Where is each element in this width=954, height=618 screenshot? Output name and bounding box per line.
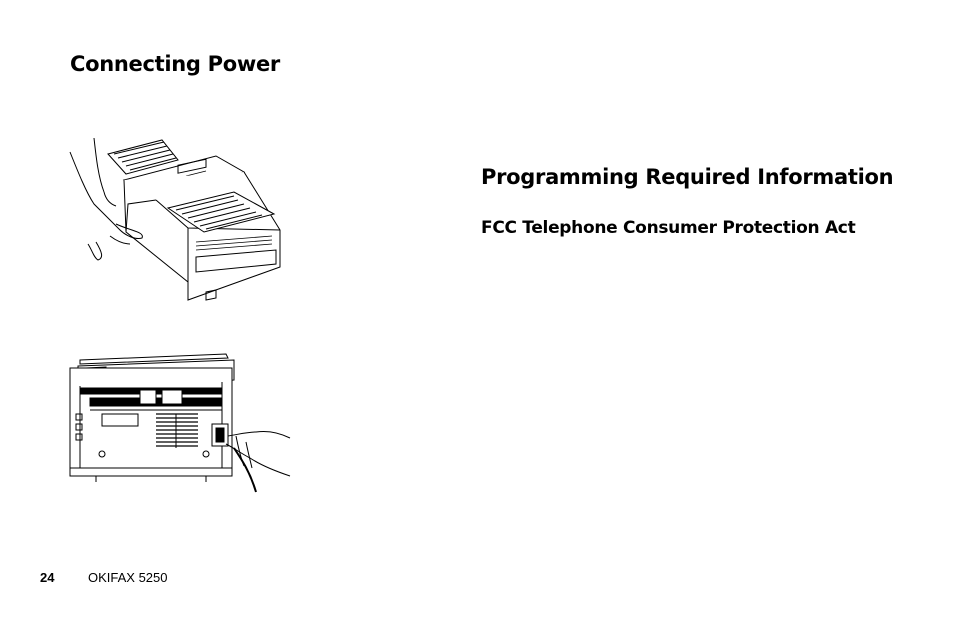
section-title-programming: Programming Required Information: [481, 165, 894, 189]
fax-front-illustration: [66, 132, 286, 307]
section-title-connecting-power: Connecting Power: [70, 52, 280, 76]
page-number: 24: [40, 570, 55, 585]
document-name: OKIFAX 5250: [88, 570, 168, 585]
subsection-title-fcc: FCC Telephone Consumer Protection Act: [481, 218, 856, 238]
fax-rear-power-cord-illustration: [66, 352, 298, 497]
